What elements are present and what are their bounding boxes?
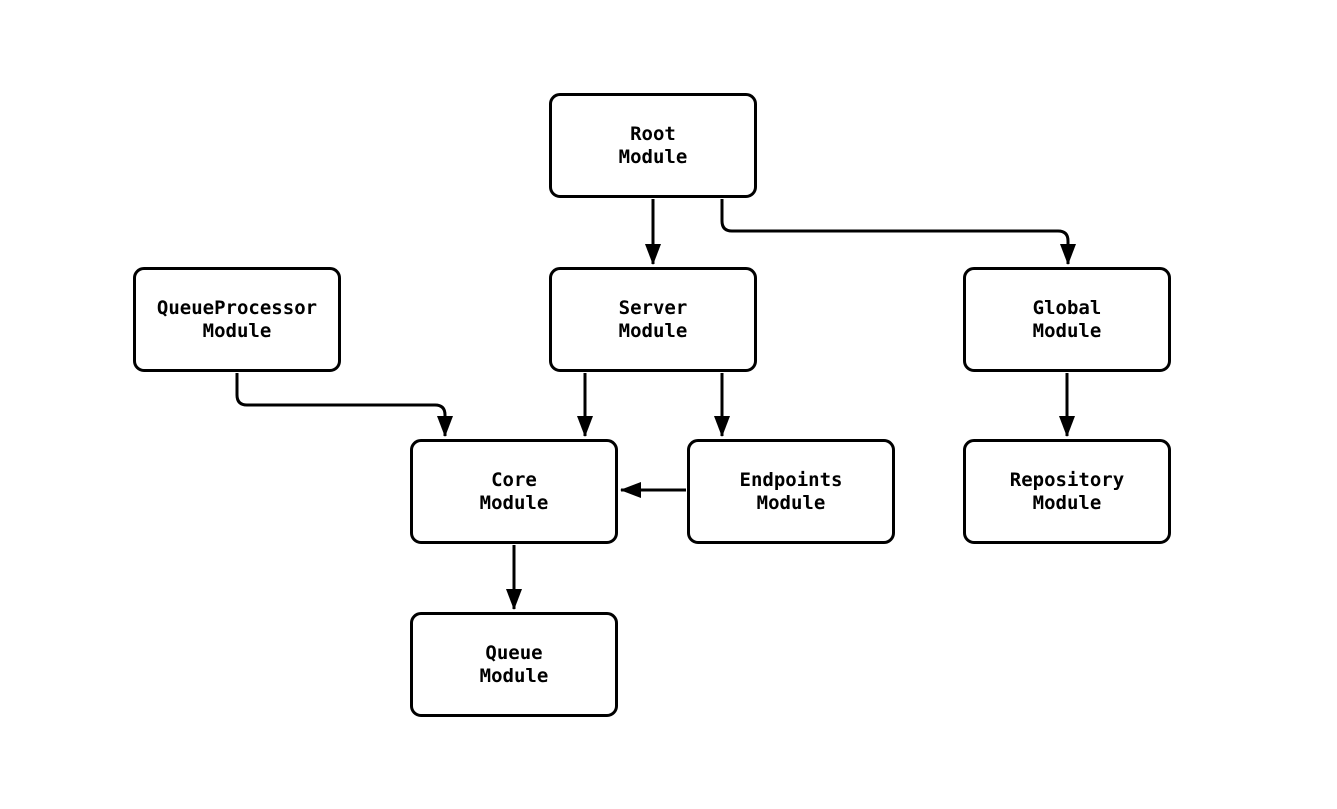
node-core-module: Core Module (410, 439, 618, 544)
node-queueprocessor-module-label: QueueProcessor Module (156, 296, 318, 342)
node-queueprocessor-module: QueueProcessor Module (133, 267, 341, 372)
node-repository-module-label: Repository Module (1009, 468, 1125, 514)
node-queue-module-label: Queue Module (479, 641, 549, 687)
node-server-module-label: Server Module (618, 296, 688, 342)
node-server-module: Server Module (549, 267, 757, 372)
node-root-module-label: Root Module (618, 122, 688, 168)
node-global-module-label: Global Module (1032, 296, 1102, 342)
node-global-module: Global Module (963, 267, 1171, 372)
node-endpoints-module-label: Endpoints Module (739, 468, 843, 514)
node-endpoints-module: Endpoints Module (687, 439, 895, 544)
node-repository-module: Repository Module (963, 439, 1171, 544)
node-core-module-label: Core Module (479, 468, 549, 514)
edge-root-to-global (720, 199, 1076, 265)
node-queue-module: Queue Module (410, 612, 618, 717)
node-root-module: Root Module (549, 93, 757, 198)
edge-queueprocessor-to-core (235, 373, 453, 437)
